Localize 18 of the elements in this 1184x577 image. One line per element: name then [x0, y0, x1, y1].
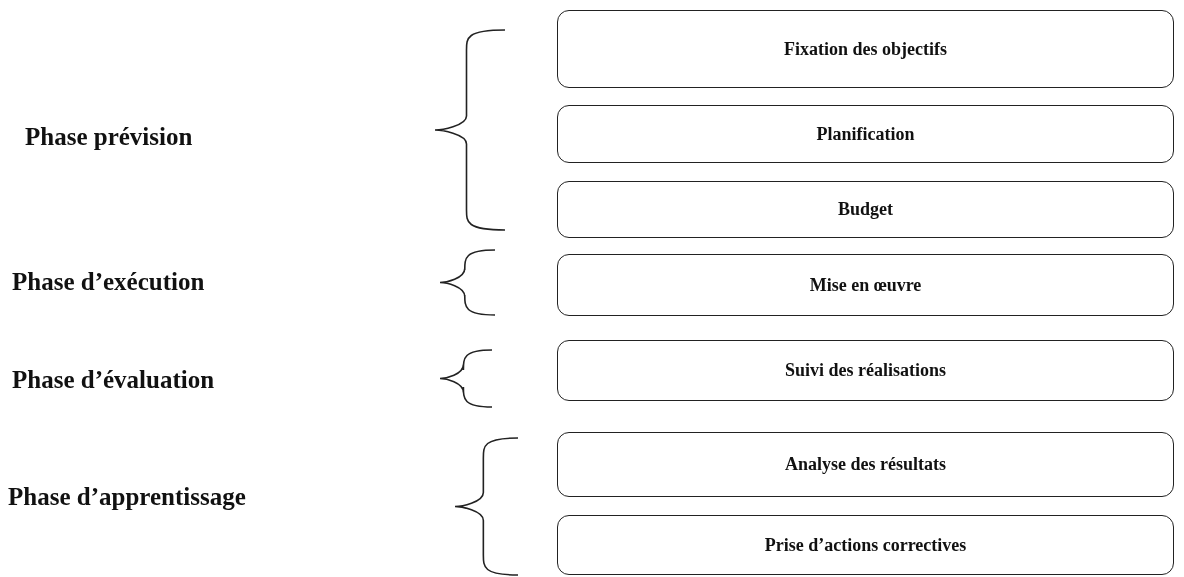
- phase-label: Phase d’exécution: [12, 268, 205, 296]
- step-label: Mise en œuvre: [809, 274, 922, 296]
- step-box: [557, 10, 1174, 88]
- phase-label: Phase d’évaluation: [12, 366, 215, 394]
- step-box: [557, 254, 1174, 316]
- phase-label: Phase d’apprentissage: [8, 483, 246, 511]
- step-box: [557, 340, 1174, 401]
- step-box: [557, 432, 1174, 497]
- step-box: [557, 515, 1174, 575]
- step-label: Suivi des réalisations: [785, 360, 946, 381]
- phase-label: Phase prévision: [25, 123, 193, 151]
- step-box: [557, 105, 1174, 163]
- step-label: Planification: [816, 123, 915, 145]
- step-label: Analyse des résultats: [785, 454, 946, 475]
- step-label: Budget: [838, 199, 893, 220]
- step-box: [557, 181, 1174, 238]
- step-label: Fixation des objectifs: [784, 38, 947, 60]
- step-label: Prise d’actions correctives: [764, 534, 967, 556]
